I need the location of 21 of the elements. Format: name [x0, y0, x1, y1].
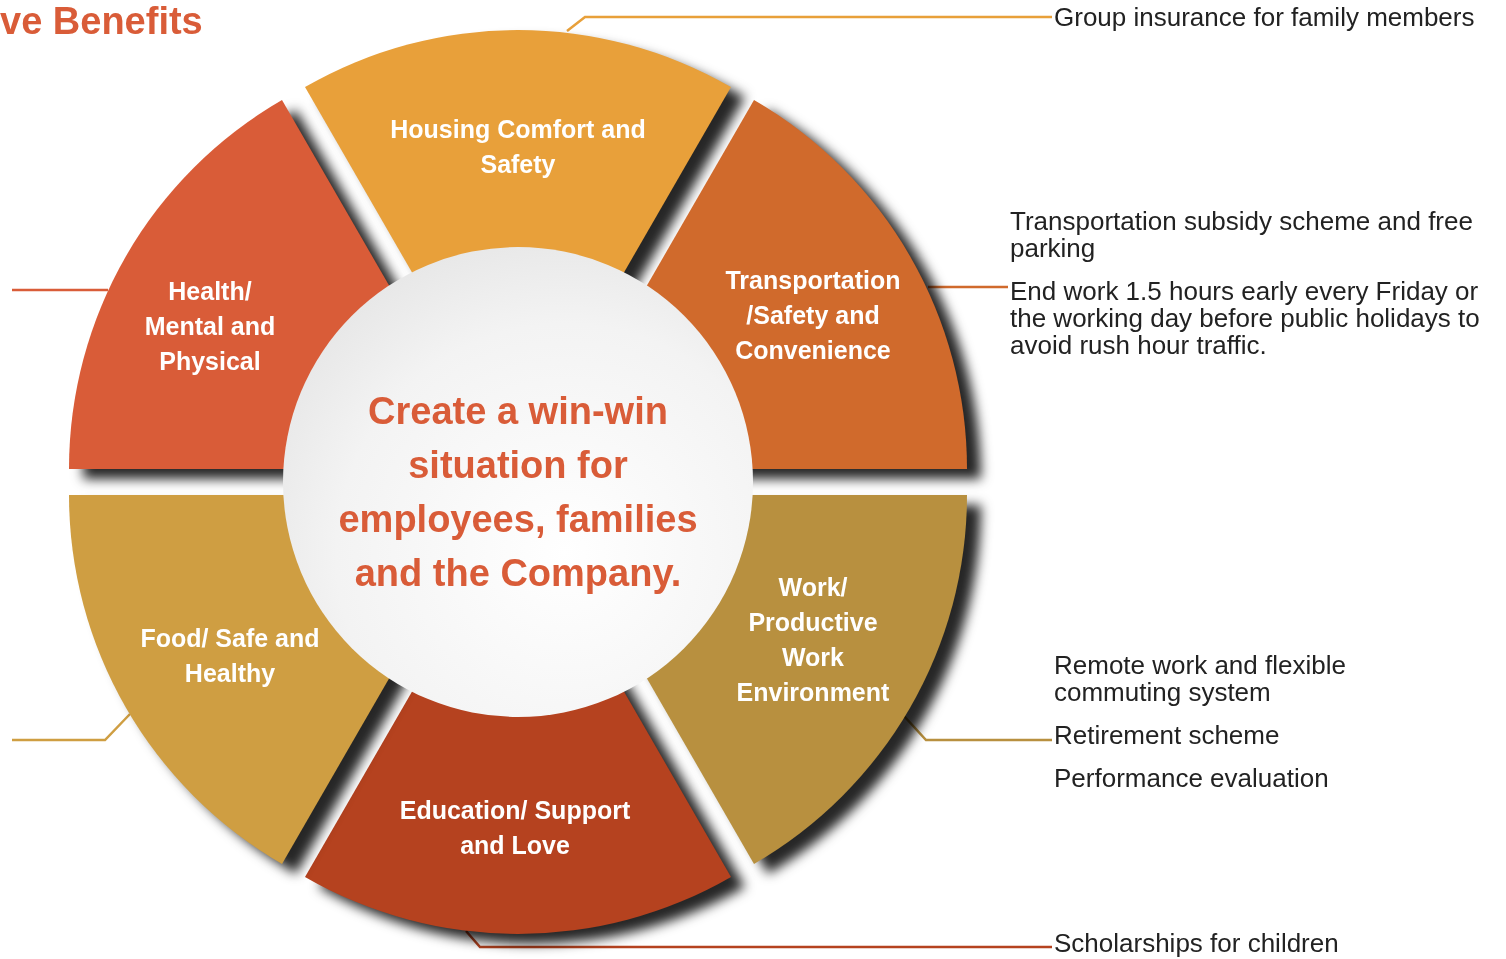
benefit-text: Remote work and flexible commuting system [1054, 652, 1347, 706]
benefit-text: Scholarships for children [1054, 930, 1340, 957]
benefit-text: End work 1.5 hours early every Friday or the working day before public holidays to avoid rush hour traffic. [1010, 278, 1481, 359]
segment-label: Education/ Support and Love [398, 795, 632, 861]
center-text: Create a win-win situation for employees, families and the Company. [337, 389, 699, 596]
segment-label: Food/ Safe and Healthy [139, 623, 321, 689]
benefit-text: Performance evaluation [1054, 765, 1330, 792]
segment-label: Housing Comfort and Safety [389, 114, 647, 180]
leader-line [566, 15, 1052, 32]
leader-line [903, 715, 1052, 742]
leader-line [12, 288, 108, 292]
benefit-text: Transportation subsidy scheme and free parking [1010, 208, 1474, 262]
segment-label: Transportation /Safety and Convenience [724, 264, 902, 366]
benefit-text: Retirement scheme [1054, 722, 1281, 749]
leader-line [928, 285, 1008, 289]
leader-line [465, 930, 1052, 949]
leader-line [12, 713, 131, 742]
segment-label: Health/ Mental and Physical [143, 275, 277, 377]
segment-label: Work/ Productive Work Environment [735, 572, 891, 708]
page-title: ve Benefits [0, 0, 203, 43]
benefit-text: Group insurance for family members [1054, 4, 1476, 31]
